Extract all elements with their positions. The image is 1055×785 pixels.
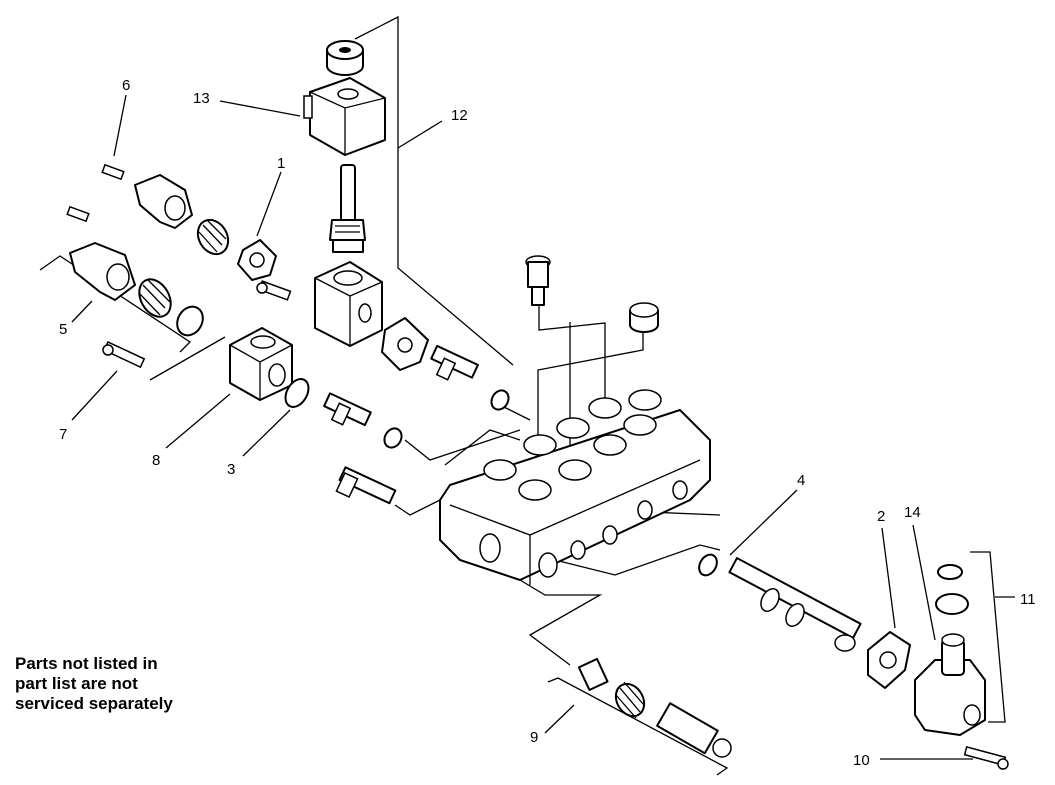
- leader-lines: [39, 15, 1015, 776]
- parts-note-line-3: serviced separately: [15, 694, 173, 713]
- callout-9: 9: [530, 729, 538, 746]
- relief-cartridge: [577, 657, 732, 758]
- solenoid-coil: [303, 77, 386, 156]
- callout-1: 1: [277, 155, 285, 172]
- gasket-1: [237, 239, 277, 281]
- screw-10: [963, 746, 1009, 770]
- callout-3: 3: [227, 461, 235, 478]
- o-ring-11b: [935, 593, 969, 615]
- callout-8: 8: [152, 452, 160, 469]
- o-ring-3: [284, 378, 310, 408]
- valve-manifold: [439, 389, 711, 585]
- parts-note-line-2: part list are not: [15, 674, 138, 693]
- callout-2: 2: [877, 508, 885, 525]
- plug-bolt: [525, 255, 551, 306]
- o-ring-11a: [937, 564, 963, 580]
- gasket-center: [381, 317, 429, 371]
- o-ring-5: [176, 305, 204, 337]
- bolt-7: [102, 341, 146, 369]
- callout-labels: 1 2 3 4 5 6 7 8 9 10 11 12 13 14: [59, 77, 1036, 769]
- o-ring-4: [698, 553, 718, 577]
- cartridge-left: [323, 392, 372, 427]
- callout-7: 7: [59, 426, 67, 443]
- callout-12: 12: [451, 107, 468, 124]
- solenoid-stem: [329, 164, 366, 253]
- cartridge-center: [430, 344, 479, 381]
- plug-cap: [629, 302, 659, 333]
- spring-lower: [138, 278, 172, 318]
- callout-4: 4: [797, 472, 805, 489]
- callout-11: 11: [1020, 591, 1036, 608]
- spring-upper: [196, 218, 230, 256]
- o-ring-left: [383, 427, 403, 449]
- coil-nut: [326, 40, 364, 76]
- gasket-2: [867, 631, 911, 689]
- solenoid-body: [314, 261, 383, 347]
- parts-note-line-1: Parts not listed in: [15, 654, 158, 673]
- lever-housing: [914, 633, 986, 736]
- callout-6: 6: [122, 77, 130, 94]
- cartridge-lower-left: [335, 466, 397, 505]
- parts-note: Parts not listed in part list are not se…: [15, 654, 173, 714]
- callout-13: 13: [193, 90, 210, 107]
- end-cap-lower: [66, 205, 136, 301]
- callout-5: 5: [59, 321, 67, 338]
- o-ring-center: [490, 389, 510, 411]
- end-cap-upper: [101, 163, 193, 229]
- callout-10: 10: [853, 752, 870, 769]
- spool: [728, 557, 862, 652]
- port-block: [229, 327, 293, 401]
- bolt-solenoid: [256, 280, 292, 301]
- callout-14: 14: [904, 504, 921, 521]
